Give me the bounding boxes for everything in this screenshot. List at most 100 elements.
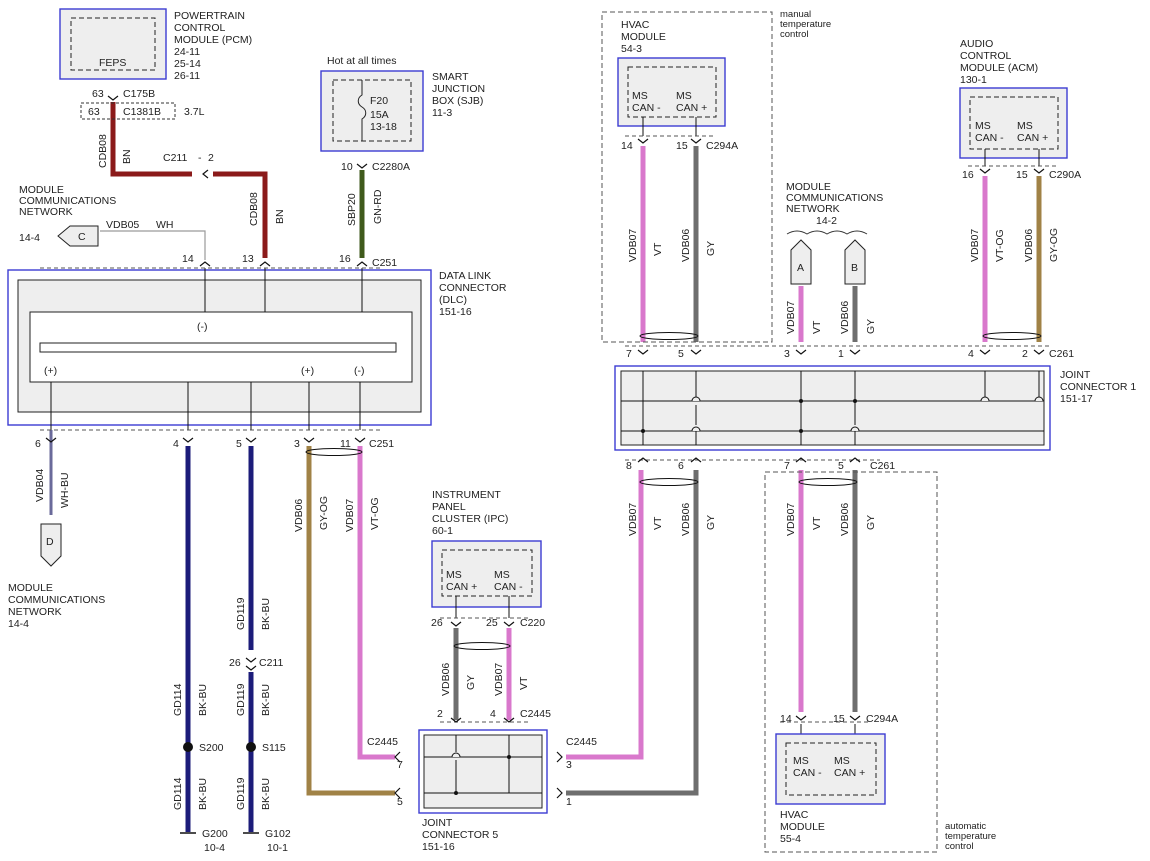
splice-s115[interactable] [246,742,256,752]
circuit-label: CDB08 [248,192,260,226]
hvac-name-line1: HVAC [621,19,650,31]
color-label: GY [705,241,717,256]
network-c[interactable]: MODULE COMMUNICATIONS NETWORK 14-4 C VDB… [19,184,174,247]
color-label: VT [652,516,664,530]
color-label: GY [865,515,877,530]
wire-bn[interactable] [110,102,268,258]
sjb-module[interactable]: Hot at all times F20 15A 13-18 SMART JUN… [320,55,485,152]
hvac-note-line1: manual [780,9,811,20]
circuit-label: VDB07 [627,503,639,536]
pcm-inner-label: FEPS [99,57,126,69]
pin-label: 16 [962,169,974,181]
network-letter-a: A [797,262,804,274]
color-label: VT [811,516,823,530]
color-label: VT [652,242,664,256]
pin-label: 6 [35,438,41,450]
sjb-name-line2: JUNCTION [432,83,485,95]
pin-label: 13 [242,253,254,265]
hvac-note-line1: automatic [945,821,986,832]
pcm-ref-2: 25-14 [174,58,201,70]
circuit-label: VDB06 [1023,229,1035,262]
pin-label: 63 [88,106,100,118]
pin-label: 5 [397,796,403,808]
hvac-note-line3: control [945,841,974,852]
connector-label: C2280A [372,161,410,173]
wire-jc5-vt[interactable] [566,470,644,760]
wire-vt-dlc[interactable] [357,446,395,760]
jc5-name-line1: JOINT [422,817,453,829]
dlc-wire-labels: VDB04 WH-BU VDB06 GY-OG VDB07 VT-OG GD11… [34,469,381,810]
pin-name: MS [446,569,462,581]
hvac-ref: 54-3 [621,43,642,55]
pcm-module[interactable]: FEPS POWERTRAIN CONTROL MODULE (PCM) 24-… [59,8,252,82]
pin-label: 26 [229,657,241,669]
splices-grounds: S200 S115 G200 10-4 G102 10-1 [180,742,291,854]
circuit-label: VDB04 [34,469,46,502]
joint-connector-5[interactable]: 2 4 C2445 C2445 7 5 C2445 3 1 JOINT CONN… [367,708,597,853]
color-label: BK-BU [260,778,272,810]
dlc-top-pins: 14 13 16 C251 [40,253,397,269]
connector-label: C251 [369,438,394,450]
pin-label: 5 [838,460,844,472]
jc5-ref: 151-16 [422,841,455,853]
circuit-label: GD114 [172,683,184,716]
pin-label: 14 [780,713,792,725]
ipc-module[interactable]: INSTRUMENT PANEL CLUSTER (IPC) 60-1 MS C… [431,489,545,696]
wire-gy-og[interactable] [306,446,395,796]
connector-label: C251 [372,257,397,269]
pin-label: 14 [621,140,633,152]
splice-label: S200 [199,742,224,754]
pin-name: CAN + [1017,132,1048,144]
connector-label: C261 [870,460,895,472]
acm-module[interactable]: AUDIO CONTROL MODULE (ACM) 130-1 MS CAN … [959,38,1081,262]
acm-name-line2: CONTROL [960,50,1011,62]
fuse-amps: 15A [370,109,389,121]
dlc-minus-top: (-) [197,321,208,333]
dlc-connector[interactable]: (-) (+) (+) (-) DATA LINK CONNECTOR (DLC… [7,268,507,430]
color-label: GY [865,319,877,334]
hvac-module-manual[interactable]: HVAC MODULE 54-3 manual temperature cont… [601,9,831,343]
joint-connector-1[interactable]: 7 5 3 1 4 2 C261 8 6 7 5 C261 JOINT [614,345,1136,472]
splice-s200[interactable] [183,742,193,752]
color-label: BK-BU [260,684,272,716]
network-d[interactable]: D MODULE COMMUNICATIONS NETWORK 14-4 [8,523,105,630]
pin-name: CAN - [632,102,661,114]
pin-label: 2 [1022,348,1028,360]
pin-label: 5 [236,438,242,450]
circuit-label: VDB07 [785,301,797,334]
connector-label: C294A [866,713,898,725]
dlc-minus-right: (-) [354,365,365,377]
jc1-bottom-wire-labels: VDB07 VT VDB06 GY VDB07 VT VDB06 GY [627,503,877,536]
twist-ipc [453,642,511,650]
ground-label: G102 [265,828,291,840]
hvac-note-line3: control [780,29,809,40]
pin-name: MS [834,755,850,767]
jc5-name-line2: CONNECTOR 5 [422,829,498,841]
wire-wh[interactable] [100,230,206,260]
connector-label: C290A [1049,169,1081,181]
circuit-label: VDB06 [680,229,692,262]
sjb-ref: 11-3 [432,107,452,119]
circuit-label: VDB06 [839,301,851,334]
circuit-label: GD119 [235,683,247,716]
color-label: BN [121,149,133,164]
pin-label: 25 [486,617,498,629]
wire-jc5-gy[interactable] [566,470,699,796]
pin-label: 15 [833,713,845,725]
pin-label: 7 [626,348,632,360]
hvac-name-line1: HVAC [780,809,809,821]
pin-label: 26 [431,617,443,629]
connector-label: C175B [123,88,155,100]
twist-jc1-bottom-right [798,478,858,486]
color-label: GY [705,515,717,530]
hvac-module-automatic[interactable]: 14 15 C294A MS CAN - MS CAN + HVAC MODUL… [764,471,996,853]
network-line3: NETWORK [19,206,73,218]
network-ab[interactable]: MODULE COMMUNICATIONS NETWORK 14-2 A B V… [785,181,883,334]
color-label: VT-OG [994,229,1006,262]
pin-label: 7 [397,759,403,771]
color-label: VT-OG [369,497,381,530]
pin-label: 14 [182,253,194,265]
twist-dlc [305,448,363,456]
connector-label: C2445 [520,708,551,720]
network-letter-b: B [851,262,858,274]
